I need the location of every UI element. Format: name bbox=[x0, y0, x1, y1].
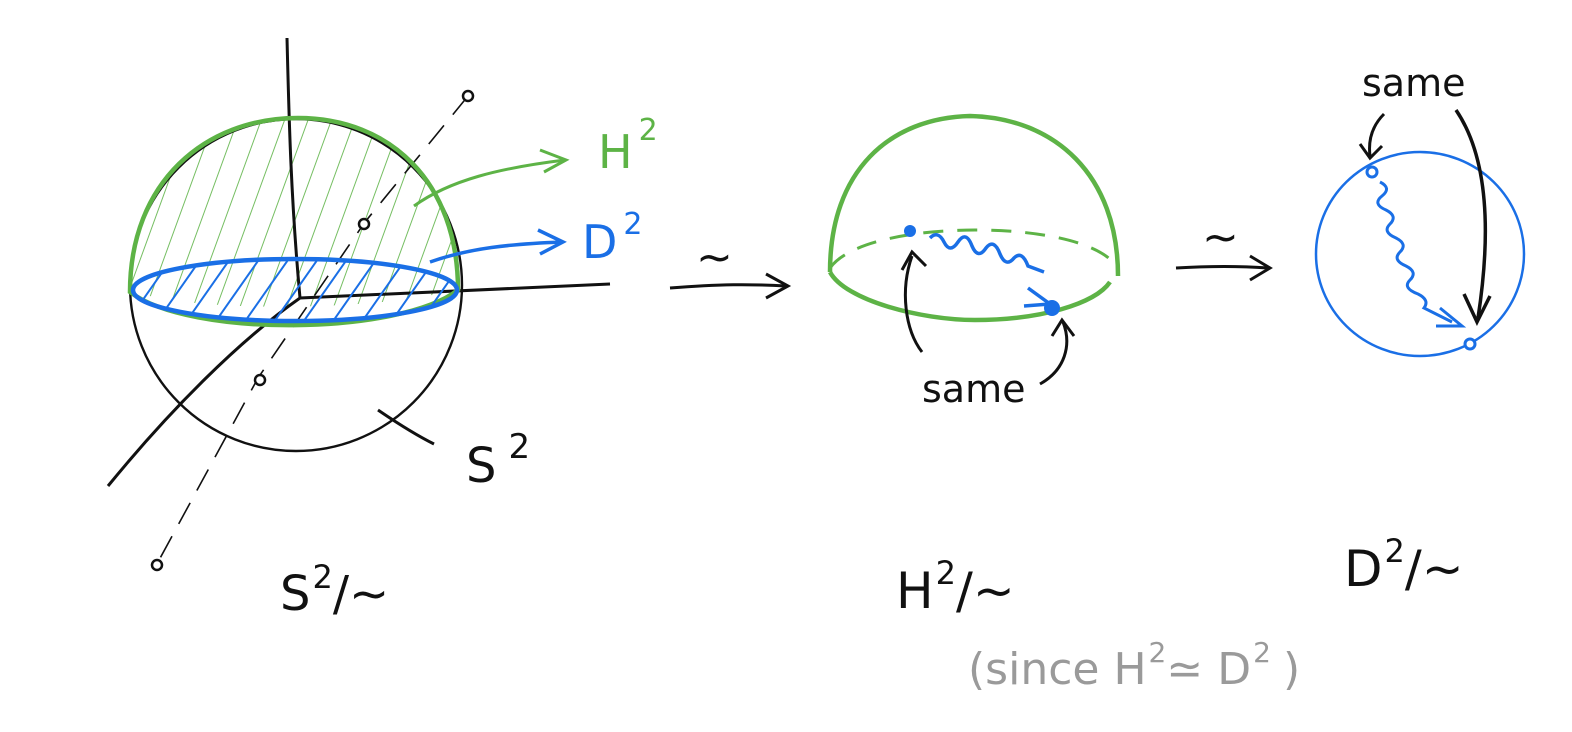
point-inner bbox=[357, 217, 371, 231]
arrow-1-shaft bbox=[669, 283, 787, 290]
wavy-path-disk bbox=[1376, 180, 1453, 324]
antipodal-line bbox=[157, 95, 469, 563]
tilde-1: ~ bbox=[696, 232, 733, 283]
hemisphere-dome bbox=[827, 113, 1121, 277]
since-note: (since H2≃ D2) bbox=[968, 636, 1300, 695]
same-arrowhead-long bbox=[1462, 293, 1492, 327]
same-arrow-left bbox=[903, 255, 924, 353]
same-arrow-long bbox=[1454, 109, 1487, 319]
arrow-2-head bbox=[1249, 254, 1273, 282]
h2-arrow bbox=[413, 158, 566, 208]
same-arrowhead-left bbox=[900, 249, 928, 271]
wavy-path-middle bbox=[928, 233, 1045, 274]
homeomorphism-arrow-2: ~ bbox=[1175, 212, 1273, 282]
tilde-2: ~ bbox=[1202, 212, 1239, 263]
same-label-middle: same bbox=[922, 367, 1025, 411]
point-lower bbox=[253, 373, 267, 387]
h2-arrowhead bbox=[539, 148, 570, 174]
hemisphere-figure: same H2/~ (since H2≃ D2) bbox=[827, 113, 1300, 695]
s2-pointer bbox=[377, 408, 435, 446]
point-top bbox=[461, 89, 475, 103]
wavy-path-disk-head bbox=[1436, 306, 1467, 328]
same-label-disk: same bbox=[1362, 61, 1465, 105]
wavy-path-middle-head bbox=[1023, 286, 1055, 308]
quotient-d2-label: D2/~ bbox=[1344, 532, 1464, 598]
quotient-s2-label: S2/~ bbox=[280, 558, 389, 622]
hemisphere-back-rim bbox=[828, 228, 1118, 269]
arrow-1-head bbox=[765, 272, 792, 300]
disk-point-bottom bbox=[1463, 337, 1477, 351]
quotient-h2-label: H2/~ bbox=[896, 554, 1015, 620]
disk-outline bbox=[130, 256, 460, 324]
d2-arrowhead bbox=[537, 228, 567, 256]
same-arrowhead-right bbox=[1050, 317, 1076, 337]
boundary-point-left bbox=[904, 225, 916, 237]
same-arrow-short bbox=[1368, 112, 1386, 157]
same-arrow-right bbox=[1039, 321, 1069, 386]
hemisphere-outline bbox=[127, 115, 461, 328]
disk-point-top bbox=[1365, 165, 1379, 179]
same-arrowhead-short bbox=[1358, 143, 1384, 161]
homeomorphism-arrow-1: ~ bbox=[669, 232, 792, 300]
hemisphere-front-rim bbox=[828, 270, 1112, 323]
arrow-2-shaft bbox=[1175, 265, 1269, 270]
point-bottom bbox=[150, 558, 164, 572]
d2-arrow bbox=[429, 240, 563, 264]
disk-circle bbox=[1314, 150, 1526, 358]
disk-figure: same D2/~ bbox=[1314, 61, 1526, 598]
disk-hatching bbox=[133, 259, 457, 321]
